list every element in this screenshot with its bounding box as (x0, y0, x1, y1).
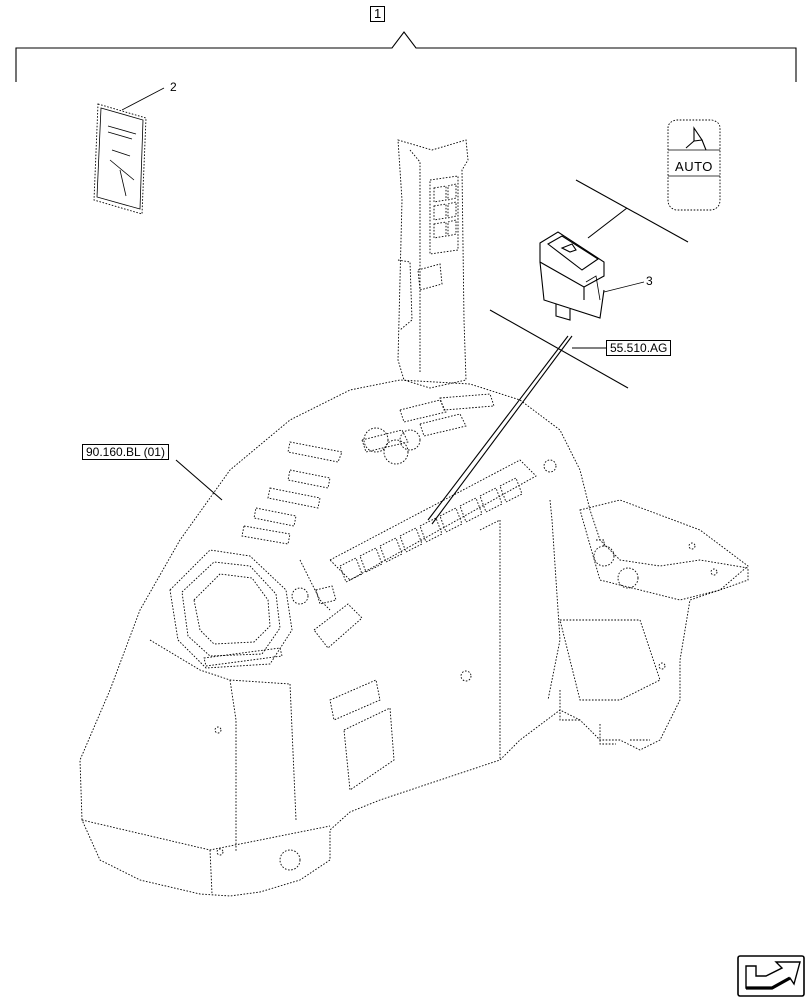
decal-manual-icon (93, 87, 165, 215)
console-drawing (79, 139, 749, 897)
rocker-switch-icon (489, 179, 689, 389)
auto-decal-icon: AUTO (667, 119, 721, 211)
next-page-arrow-icon[interactable] (737, 955, 805, 997)
assembly-item-label: 1 (370, 6, 386, 22)
auto-decal-text: AUTO (675, 159, 713, 174)
switch-leader-line (427, 335, 569, 521)
switch-reference-link[interactable]: 55.510.AG (606, 340, 672, 356)
callout-decal: 2 (170, 80, 177, 94)
assembly-bracket (15, 31, 797, 82)
console-leader-line (175, 459, 223, 501)
callout-switch: 3 (646, 274, 653, 288)
console-reference-link[interactable]: 90.160.BL (01) (82, 444, 169, 460)
